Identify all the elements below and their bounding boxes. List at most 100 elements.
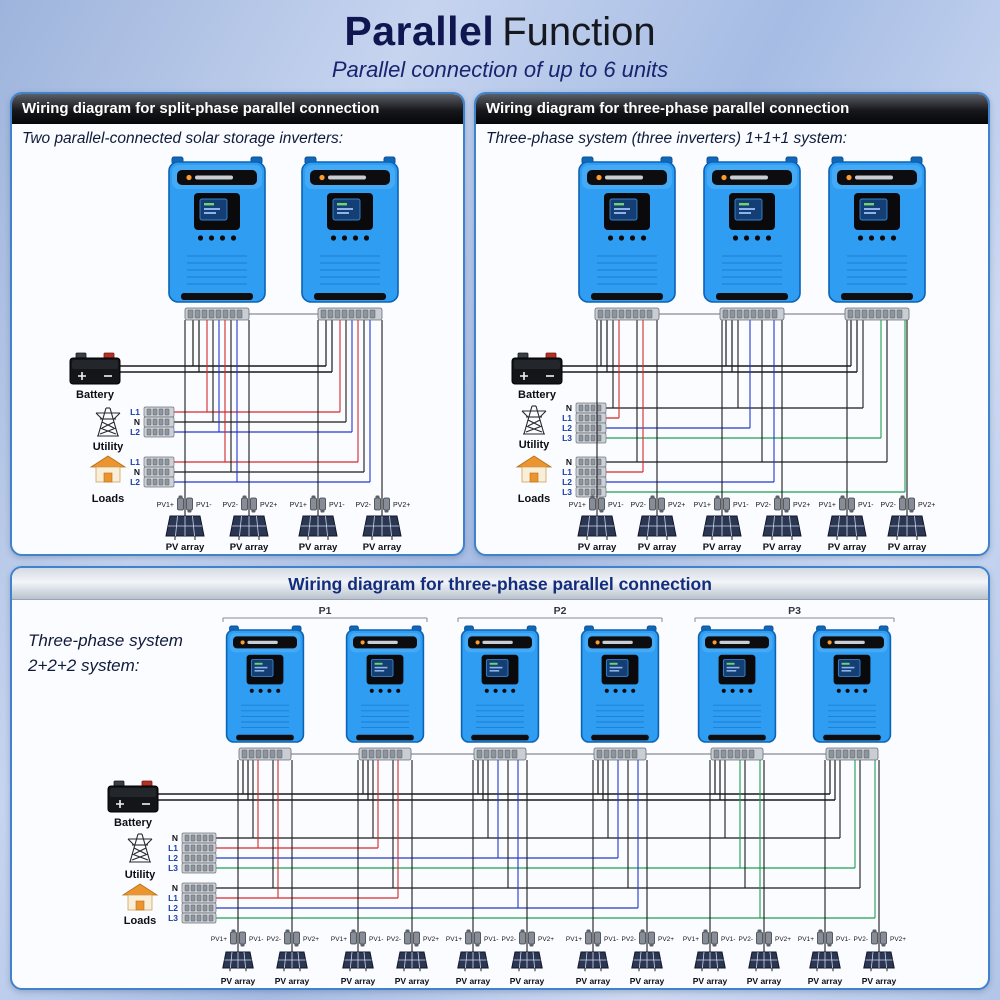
pv-terminal-label: PV1+ — [694, 502, 711, 509]
pv-terminal-label: PV2- — [755, 502, 771, 509]
inverter-button-icon — [363, 235, 370, 241]
loads-label: Loads — [518, 493, 550, 505]
split-phase-wiring-diagram: L1NL2L1NL2BatteryUtilityLoadsPV1+PV1-PV … — [69, 156, 410, 553]
inverter-button-icon — [854, 688, 859, 693]
group-label: P3 — [788, 605, 801, 617]
tower-line — [95, 412, 103, 420]
pv-connector-icon — [374, 495, 390, 513]
pv-connector-icon — [899, 495, 915, 513]
inverter-button-icon — [836, 688, 841, 693]
terminal-strip-icon — [181, 912, 217, 924]
terminal-strip-icon — [575, 476, 607, 488]
pv-terminal-label: PV1+ — [211, 936, 227, 943]
pv-connector-icon — [871, 929, 887, 947]
inverter-button-icon — [197, 235, 204, 241]
brand-logo-icon — [360, 640, 365, 645]
pv-terminal-label: PV1- — [721, 936, 735, 943]
pv-array-icon — [342, 951, 374, 972]
pv-array-label: PV array — [230, 542, 269, 553]
pv-array-label: PV array — [862, 976, 897, 986]
pv-array-label: PV array — [888, 542, 927, 553]
panel-three-phase-222-note: Three-phase system 2+2+2 system: — [28, 628, 183, 678]
pv-connector-icon — [404, 929, 420, 947]
inverter-button-icon — [249, 688, 254, 693]
pv-terminal-label: PV2- — [880, 502, 896, 509]
inverter-unit — [460, 625, 540, 743]
pv-terminal-label: PV2+ — [423, 936, 439, 943]
inverter-button-icon — [765, 235, 772, 241]
pv-terminal-label: PV2+ — [918, 502, 935, 509]
pv-connector-icon — [519, 929, 535, 947]
inverter-button-icon — [219, 235, 226, 241]
tower-line — [99, 427, 117, 435]
pv-array-label: PV array — [703, 542, 742, 553]
pv-terminal-label: PV2- — [387, 936, 401, 943]
inverter-button-icon — [396, 688, 401, 693]
terminal-strip-icon — [143, 476, 175, 488]
pv-array-icon — [809, 951, 841, 972]
inverter-unit — [345, 625, 425, 743]
terminal-strip-icon — [143, 456, 175, 468]
plus-mark-icon — [520, 372, 528, 380]
pv-terminal-label: PV2- — [622, 936, 636, 943]
inverter-button-icon — [276, 688, 281, 693]
panel-split-phase-header: Wiring diagram for split-phase parallel … — [12, 94, 463, 124]
pv-connector-icon — [284, 929, 300, 947]
pv-connector-icon — [177, 495, 193, 513]
terminal-strip-icon — [844, 307, 910, 321]
pv-terminal-label: PV1+ — [331, 936, 347, 943]
pv-terminal-label: PV2+ — [658, 936, 674, 943]
inverter-unit — [578, 156, 676, 303]
pv-terminal-label: PV2- — [854, 936, 868, 943]
loads-phase-label: L3 — [168, 913, 178, 923]
inverter-unit — [225, 625, 305, 743]
terminal-strip-icon — [181, 902, 217, 914]
pv-array-label: PV array — [341, 976, 376, 986]
pv-terminal-label: PV2+ — [538, 936, 554, 943]
terminal-strip-icon — [575, 432, 607, 444]
pv-array-icon — [637, 515, 677, 540]
pv-array-label: PV array — [510, 976, 545, 986]
pv-terminal-label: PV1- — [484, 936, 498, 943]
brand-logo-icon — [846, 174, 852, 181]
terminal-strip-icon — [238, 747, 292, 761]
inverter-button-icon — [369, 688, 374, 693]
inverter-button-icon — [879, 235, 886, 241]
pv-terminal-label: PV1+ — [683, 936, 699, 943]
inverter-button-icon — [868, 235, 875, 241]
loads-phase-label: L1 — [168, 893, 178, 903]
pv-array-icon — [863, 951, 895, 972]
pv-connector-icon — [774, 495, 790, 513]
pv-terminal-label: PV2+ — [303, 936, 319, 943]
pv-connector-icon — [839, 495, 855, 513]
pv-array-label: PV array — [275, 976, 310, 986]
pv-terminal-label: PV2- — [502, 936, 516, 943]
terminal-strip-icon — [594, 307, 660, 321]
inverter-button-icon — [267, 688, 272, 693]
loads-phase-label: L2 — [130, 477, 140, 487]
inverter-button-icon — [857, 235, 864, 241]
utility-label: Utility — [125, 869, 156, 881]
pv-connector-icon — [817, 929, 833, 947]
inverter-button-icon — [631, 688, 636, 693]
pv-connector-icon — [350, 929, 366, 947]
inverter-button-icon — [743, 235, 750, 241]
pv-terminal-label: PV1+ — [157, 502, 174, 509]
tower-line — [113, 412, 121, 420]
pv-connector-icon — [639, 929, 655, 947]
pv-array-icon — [276, 951, 308, 972]
terminal-strip-icon — [575, 422, 607, 434]
house-loads-icon — [121, 883, 159, 911]
pv-array-label: PV array — [630, 976, 665, 986]
group-label: P1 — [319, 605, 332, 617]
utility-label: Utility — [93, 441, 124, 453]
pv-terminal-label: PV1+ — [569, 502, 586, 509]
utility-tower-icon — [127, 833, 153, 863]
pv-terminal-label: PV1+ — [290, 502, 307, 509]
pv-array-label: PV array — [221, 976, 256, 986]
inverter-button-icon — [721, 688, 726, 693]
loads-phase-label: L1 — [130, 457, 140, 467]
brand-logo-icon — [712, 640, 717, 645]
battery-icon — [69, 352, 121, 385]
pv-terminal-label: PV1- — [836, 936, 850, 943]
